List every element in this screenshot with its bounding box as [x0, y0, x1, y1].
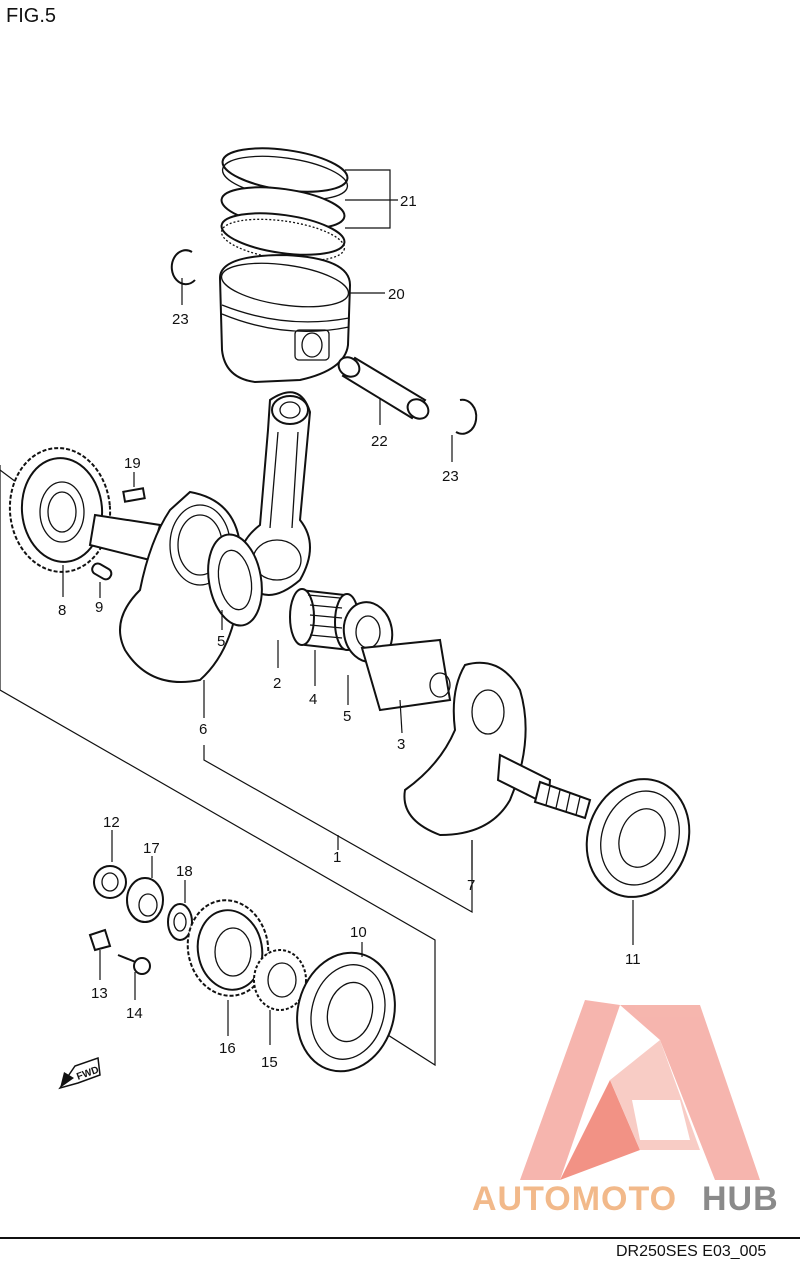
assembly-bracket-1 — [0, 465, 436, 1067]
piston — [218, 253, 352, 384]
crank-pin — [360, 638, 452, 712]
callout-10: 10 — [350, 924, 367, 941]
watermark-logo — [520, 1000, 760, 1180]
left-crank-gear — [8, 447, 112, 573]
right-ball-bearing — [585, 778, 691, 898]
key-19 — [122, 487, 146, 503]
callout-14: 14 — [126, 1005, 143, 1022]
callout-22: 22 — [371, 433, 388, 450]
callout-8: 8 — [58, 602, 66, 619]
callout-6: 6 — [199, 721, 207, 738]
watermark-text-secondary: HUB — [702, 1180, 779, 1218]
callout-1: 1 — [333, 849, 341, 866]
callout-9: 9 — [95, 599, 103, 616]
circlip-right — [455, 398, 478, 435]
callout-21: 21 — [400, 193, 417, 210]
callout-12: 12 — [103, 814, 120, 831]
figure-code: DR250SES E03_005 — [616, 1243, 766, 1260]
figure-title: FIG.5 — [6, 5, 56, 27]
oil-seal-hole — [101, 872, 119, 892]
callout-11: 11 — [625, 951, 641, 968]
spacer — [126, 877, 164, 923]
fwd-arrow — [58, 1056, 101, 1090]
callout-17: 17 — [143, 840, 160, 857]
callout-5a: 5 — [217, 633, 225, 650]
left-ball-bearing — [296, 951, 396, 1073]
screw — [117, 954, 151, 975]
callout-23a: 23 — [172, 311, 189, 328]
callout-13: 13 — [91, 985, 108, 1002]
callout-23b: 23 — [442, 468, 459, 485]
right-crank-web — [403, 661, 592, 837]
gear-15 — [253, 949, 307, 1011]
callout-19: 19 — [124, 455, 141, 472]
callout-2: 2 — [273, 675, 281, 692]
piston-pin — [337, 356, 430, 420]
callout-16: 16 — [219, 1040, 236, 1057]
oil-seal — [93, 865, 127, 899]
leader-21 — [345, 169, 391, 229]
callout-5b: 5 — [343, 708, 351, 725]
callout-20: 20 — [388, 286, 405, 303]
callout-15: 15 — [261, 1054, 278, 1071]
thrust-washer-left-hole — [217, 549, 253, 611]
watermark-text-primary: AUTOMOTO — [472, 1180, 677, 1218]
left-crank-web — [88, 490, 242, 683]
piston-rings — [220, 147, 349, 262]
callout-4: 4 — [309, 691, 317, 708]
pin-9 — [91, 562, 113, 581]
circlip-left — [170, 249, 196, 286]
lock-plate — [88, 928, 112, 952]
callout-3: 3 — [397, 736, 405, 753]
callout-18: 18 — [176, 863, 193, 880]
washer-18-hole — [173, 912, 187, 932]
callout-7: 7 — [467, 877, 475, 894]
leader-3 — [399, 699, 403, 734]
primary-drive-gear — [186, 899, 270, 997]
